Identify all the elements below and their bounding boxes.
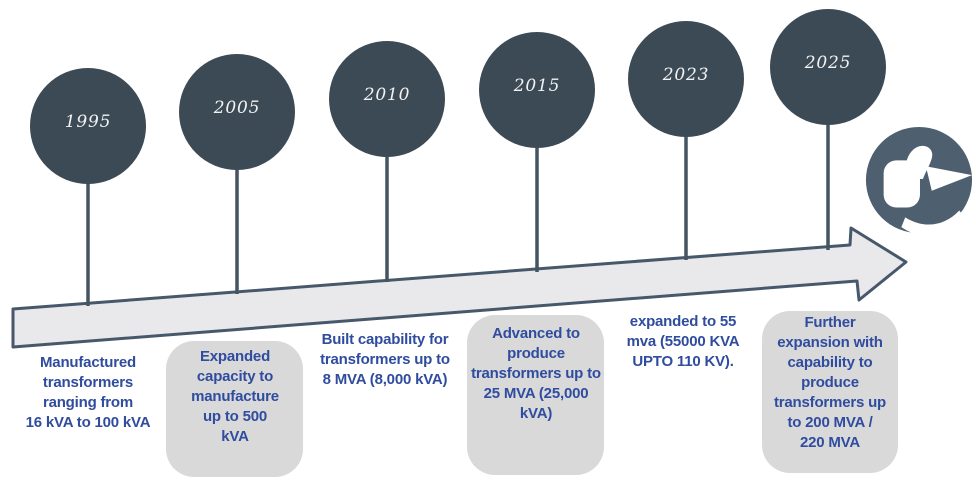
milestone-box-2005	[166, 341, 303, 477]
milestone-year: 1995	[64, 112, 112, 132]
milestone-circle-2023: 2023	[628, 21, 744, 137]
milestone-circle-2005: 2005	[179, 54, 295, 170]
milestone-circle-1995: 1995	[30, 68, 146, 184]
milestone-circle-2025: 2025	[770, 9, 886, 125]
arrow-shaft	[11, 226, 908, 349]
milestone-description-2023: expanded to 55 mva (55000 KVA UPTO 110 K…	[626, 313, 740, 370]
milestone-description-1995: Manufactured transformers ranging from 1…	[25, 354, 151, 431]
milestone-box-2015	[467, 315, 604, 475]
milestone-circle-2010: 2010	[329, 41, 445, 157]
milestone-year: 2015	[513, 76, 561, 96]
milestone-year: 2005	[213, 98, 261, 118]
milestone-year: 2010	[363, 85, 411, 105]
milestone-description-2015: Advanced to produce transformers up to 2…	[471, 325, 601, 422]
thumbs-up-icon	[865, 126, 973, 236]
milestone-box-2025	[762, 311, 898, 473]
milestone-year: 2023	[662, 65, 710, 85]
milestone-description-2025: Further expansion with capability to pro…	[773, 314, 887, 451]
milestone-year: 2025	[804, 53, 852, 73]
milestone-description-2010: Built capability for transformers up to …	[320, 331, 450, 388]
milestone-description-2005: Expanded capacity to manufacture up to 5…	[191, 348, 279, 445]
thumbs-up-badge	[863, 124, 975, 236]
milestone-circle-2015: 2015	[479, 32, 595, 148]
